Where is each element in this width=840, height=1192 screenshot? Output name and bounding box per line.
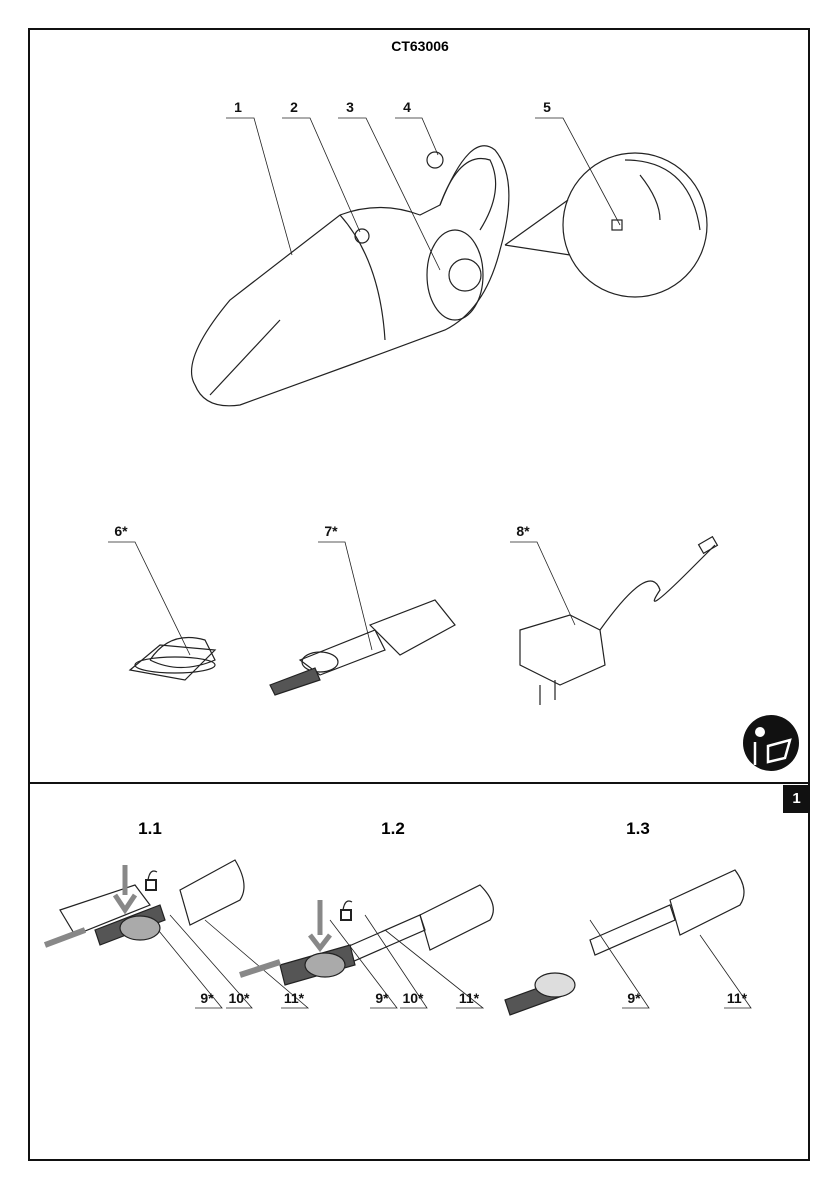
- arrow-left-icon: [43, 927, 87, 948]
- callout-9: 9*: [200, 990, 214, 1006]
- callout-5: 5: [543, 99, 551, 115]
- brush-nozzle-drawing: [269, 599, 456, 696]
- unlock-icon: [340, 900, 353, 921]
- figure-frame: [28, 28, 810, 1161]
- arrow-left-icon: [239, 959, 281, 978]
- callout-4: 4: [403, 99, 411, 115]
- callout-2: 2: [290, 99, 298, 115]
- model-title: CT63006: [391, 38, 449, 54]
- charger-drawing: [519, 535, 719, 705]
- callout-1: 1: [234, 99, 242, 115]
- callout-11: 11*: [458, 990, 480, 1006]
- callout-7: 7*: [324, 523, 338, 539]
- figure-number-badge: 1: [783, 785, 810, 813]
- step-1-1-drawing: [43, 859, 245, 948]
- step-1-2-drawing: [239, 884, 494, 986]
- callout-9: 9*: [375, 990, 389, 1006]
- step-1-3-drawing: [504, 869, 745, 1016]
- step-1-3-label: 1.3: [626, 819, 650, 838]
- section-divider: [28, 782, 810, 784]
- callout-10: 10*: [228, 990, 250, 1006]
- detail-magnifier: [504, 152, 708, 298]
- vacuum-cleaner-drawing: [191, 145, 510, 407]
- callout-3: 3: [346, 99, 354, 115]
- filter-drawing: [128, 636, 217, 681]
- step-1-1-label: 1.1: [138, 819, 162, 838]
- press-arrow-icon: [112, 865, 138, 915]
- unlock-icon: [145, 870, 158, 891]
- callout-11: 11*: [283, 990, 305, 1006]
- callout-11: 11*: [726, 990, 748, 1006]
- callout-9: 9*: [627, 990, 641, 1006]
- press-arrow-icon: [308, 900, 332, 953]
- callout-6: 6*: [114, 523, 128, 539]
- callout-8: 8*: [516, 523, 530, 539]
- leader-lines: [108, 117, 752, 1009]
- read-manual-icon: [743, 715, 799, 771]
- callout-10: 10*: [402, 990, 424, 1006]
- step-1-2-label: 1.2: [381, 819, 405, 838]
